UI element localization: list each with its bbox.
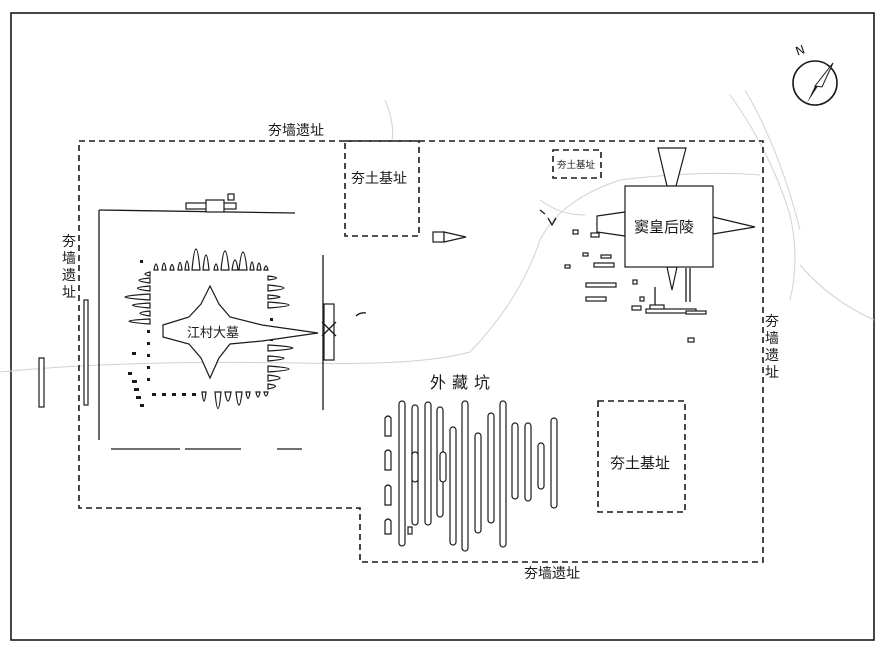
small-pit-marker [432,231,467,243]
rammed-base-top-label: 夯土基址 [351,170,407,187]
north-arrow-icon: N [792,42,838,106]
jiangcun-tomb-complex [38,193,337,450]
rammed-wall-east-char-2: 墙 [765,331,779,347]
outer-burial-pits [384,400,558,552]
rammed-earth-wall [78,140,764,563]
rammed-wall-south-label: 夯墙遗址 [524,566,580,582]
rammed-wall-west-char-3: 遗 [62,268,76,284]
rammed-wall-north-label: 夯墙遗址 [268,123,324,139]
jiangcun-tomb-label: 江村大墓 [187,326,239,341]
rammed-base-small-label: 夯土基址 [557,159,596,171]
rammed-wall-east-char-3: 遗 [765,348,779,364]
rammed-wall-east-char-1: 夯 [765,314,779,330]
rammed-base-small [552,149,602,179]
outer-pits-label: 外藏坑 [430,373,496,392]
background-roads [0,89,875,373]
rammed-wall-west-char-4: 址 [62,285,76,301]
rammed-wall-east-label: 夯 墙 遗 址 [765,314,779,381]
rammed-wall-west-char-2: 墙 [62,251,76,267]
rammed-base-top [344,140,420,237]
north-label: N [794,42,807,58]
rammed-base-right [597,400,686,513]
rammed-base-right-label: 夯土基址 [610,454,670,472]
empress-tomb [596,147,756,311]
empress-tomb-label: 窦皇后陵 [634,218,694,236]
rammed-wall-west-label: 夯 墙 遗 址 [62,234,76,301]
small-arc [355,312,367,317]
rammed-wall-east-char-4: 址 [765,365,779,381]
rammed-wall-west-char-1: 夯 [62,234,76,250]
empress-side-pits [539,209,707,343]
map-frame [10,12,875,641]
